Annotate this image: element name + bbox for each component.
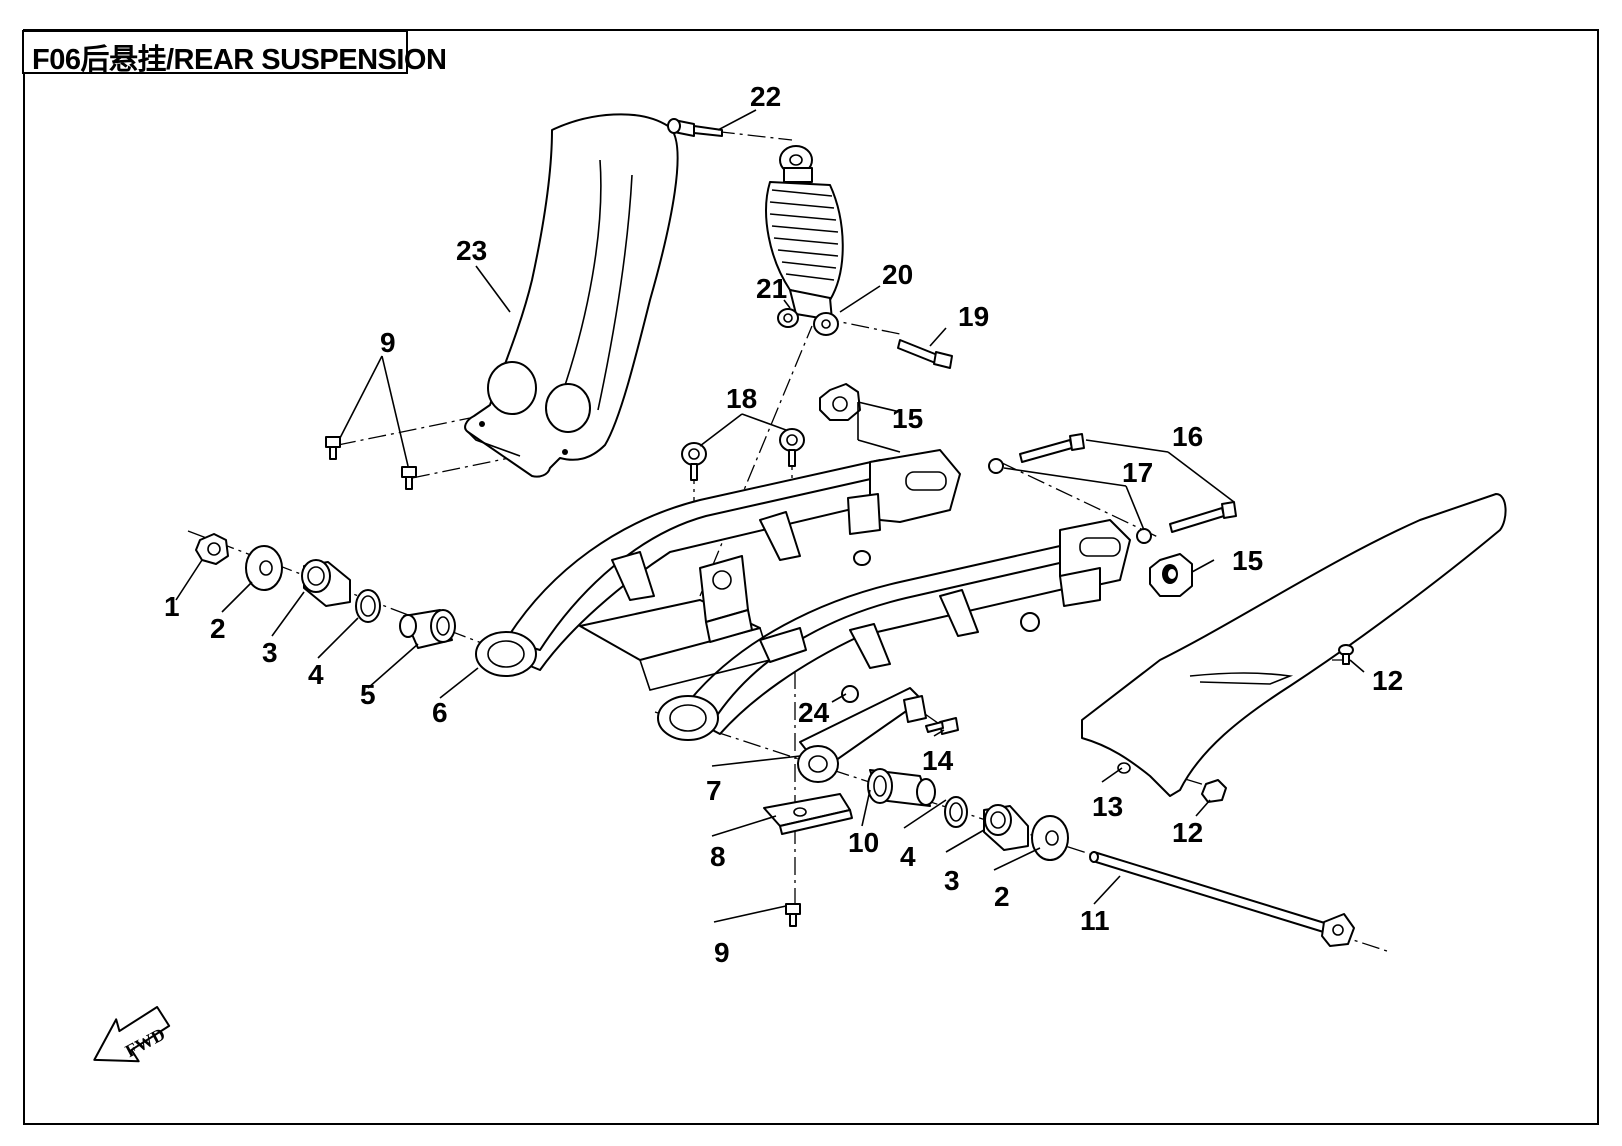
pivot-sleeve-left bbox=[399, 609, 456, 649]
shock-upper-bolt bbox=[667, 118, 723, 137]
callout-24: 24 bbox=[798, 697, 830, 728]
callout-19: 19 bbox=[958, 301, 989, 332]
callout-15-upper: 15 bbox=[892, 403, 923, 434]
callout-2-right: 2 bbox=[994, 881, 1010, 912]
callout-4-right: 4 bbox=[900, 841, 916, 872]
shock-lower-bolt bbox=[897, 339, 953, 369]
guard-screw-upper bbox=[1338, 644, 1354, 665]
callout-9-lower: 9 bbox=[714, 937, 730, 968]
slider-bolt bbox=[925, 717, 959, 735]
swing-arm bbox=[475, 449, 1131, 741]
callout-18: 18 bbox=[726, 383, 757, 414]
callout-3-right: 3 bbox=[944, 865, 960, 896]
adjuster-bolt-lower bbox=[1169, 501, 1237, 533]
callout-12-upper: 12 bbox=[1372, 665, 1403, 696]
callout-15-lower: 15 bbox=[1232, 545, 1263, 576]
callout-12-lower: 12 bbox=[1172, 817, 1203, 848]
rear-fender bbox=[464, 113, 679, 478]
adjuster-bolt-upper bbox=[1019, 433, 1085, 463]
forward-arrow-icon: FWD bbox=[93, 1006, 171, 1063]
callout-3: 3 bbox=[262, 637, 278, 668]
bushing-left bbox=[301, 559, 351, 607]
bolt-9-lower bbox=[785, 903, 801, 927]
callout-5: 5 bbox=[360, 679, 376, 710]
chain-guard bbox=[1081, 493, 1507, 797]
washer-left bbox=[245, 545, 283, 591]
callout-20: 20 bbox=[882, 259, 913, 290]
eye-hook-left bbox=[681, 442, 707, 481]
pivot-shaft bbox=[1089, 851, 1355, 947]
page-title: F06后悬挂/REAR SUSPENSION bbox=[32, 44, 447, 76]
callout-labels: 1 2 3 4 5 6 7 8 9 9 10 4 3 2 11 12 12 13… bbox=[164, 81, 1403, 968]
eye-hook-right bbox=[779, 428, 805, 467]
chain-adjuster-lower bbox=[1149, 553, 1193, 597]
title-box: F06后悬挂/REAR SUSPENSION bbox=[22, 30, 447, 76]
seal-ring-left bbox=[355, 589, 381, 623]
callout-10: 10 bbox=[848, 827, 879, 858]
callout-8: 8 bbox=[710, 841, 726, 872]
bracket-plate bbox=[763, 793, 853, 835]
seal-ring-right bbox=[944, 796, 968, 828]
washer-right bbox=[1031, 815, 1069, 861]
bolt-9-fender-left bbox=[325, 436, 341, 460]
chain-adjuster-upper bbox=[819, 383, 861, 421]
callout-13: 13 bbox=[1092, 791, 1123, 822]
callout-17: 17 bbox=[1122, 457, 1153, 488]
callout-23: 23 bbox=[456, 235, 487, 266]
guard-screw-lower bbox=[1201, 779, 1227, 803]
rear-shock-absorber bbox=[765, 145, 844, 336]
callout-16: 16 bbox=[1172, 421, 1203, 452]
callout-22: 22 bbox=[750, 81, 781, 112]
callout-7: 7 bbox=[706, 775, 722, 806]
callout-4: 4 bbox=[308, 659, 324, 690]
bushing-right bbox=[983, 804, 1029, 851]
callout-9-fender: 9 bbox=[380, 327, 396, 358]
callout-21: 21 bbox=[756, 273, 787, 304]
chain-slider bbox=[797, 687, 927, 783]
pivot-nut-left bbox=[195, 533, 229, 565]
callout-leaders bbox=[175, 109, 1365, 923]
adjuster-nut-lower bbox=[1136, 528, 1152, 544]
callout-1: 1 bbox=[164, 591, 180, 622]
pivot-sleeve-right bbox=[867, 768, 936, 807]
callout-6: 6 bbox=[432, 697, 448, 728]
callout-2: 2 bbox=[210, 613, 226, 644]
adjuster-nut-upper bbox=[988, 458, 1004, 474]
drawing-frame bbox=[23, 29, 1599, 1125]
callout-14: 14 bbox=[922, 745, 954, 776]
shock-lower-nut bbox=[777, 308, 799, 328]
bolt-9-fender-right bbox=[401, 466, 417, 490]
slider-nut bbox=[841, 685, 859, 703]
callout-11: 11 bbox=[1080, 905, 1110, 936]
